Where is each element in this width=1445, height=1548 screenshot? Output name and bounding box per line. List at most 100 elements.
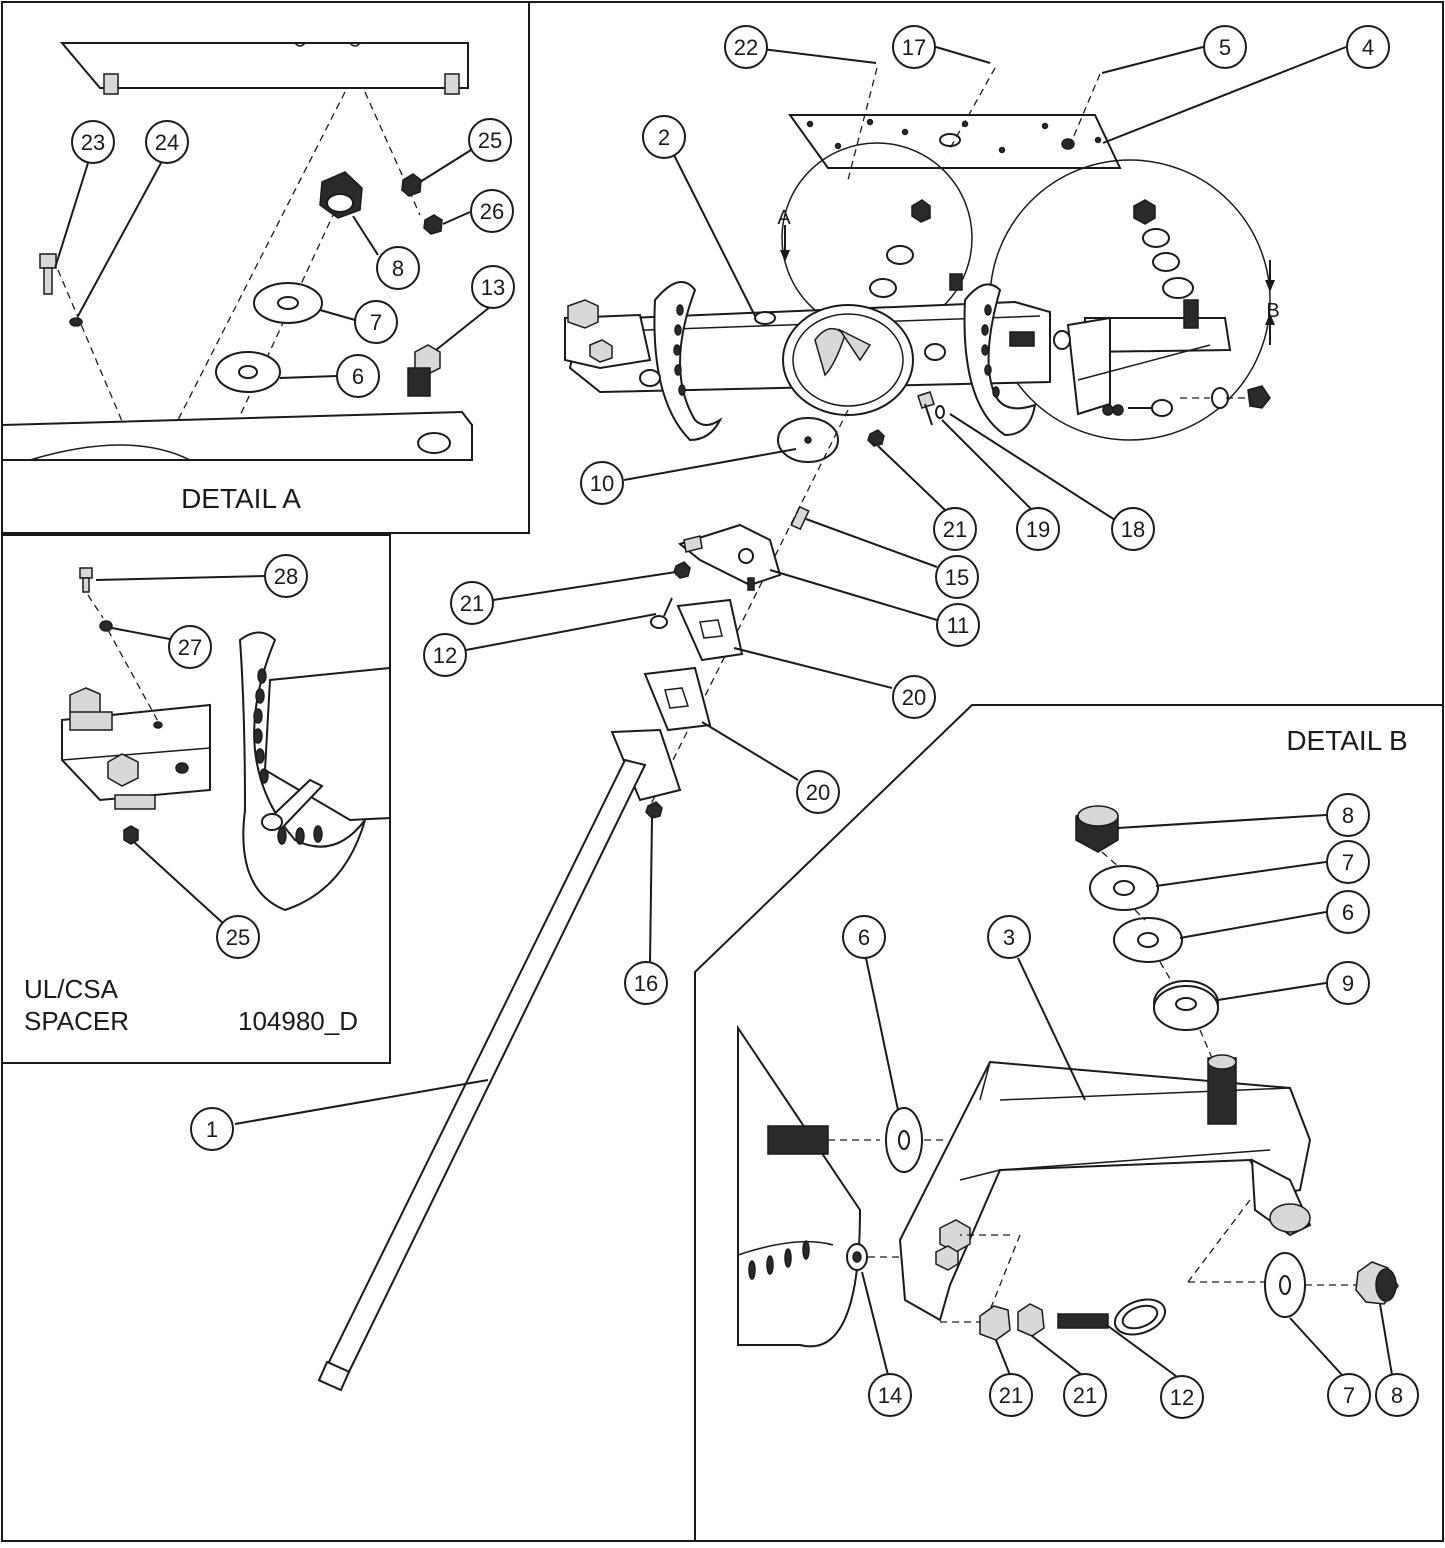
- callout-circle: [1327, 1373, 1371, 1417]
- callout-circle: [1160, 1375, 1204, 1419]
- callout-balloon-detail-a: 25: [468, 118, 512, 162]
- bolt-13-part: [407, 344, 441, 397]
- callout-circle: [1326, 793, 1370, 837]
- callout-number: 10: [590, 471, 614, 496]
- callout-balloon-main: 5: [1203, 25, 1247, 69]
- callout-balloon-spacer: 25: [216, 915, 260, 959]
- callout-circle: [450, 581, 494, 625]
- callout-number: 7: [1343, 1383, 1355, 1408]
- drawing-number: 104980_D: [238, 1006, 358, 1036]
- callout-number: 6: [352, 364, 364, 389]
- callout-circle: [892, 675, 936, 719]
- bolt-23-part: [39, 253, 57, 295]
- callout-number: 15: [945, 565, 969, 590]
- callout-circle: [264, 554, 308, 598]
- callout-balloon-main: 22: [724, 25, 768, 69]
- callout-number: 20: [806, 780, 830, 805]
- callout-number: 26: [480, 199, 504, 224]
- callout-number: 14: [878, 1383, 902, 1408]
- callout-circle: [1111, 507, 1155, 551]
- callout-number: 3: [1003, 925, 1015, 950]
- callout-balloon-spacer: 28: [264, 554, 308, 598]
- callout-number: 21: [1073, 1383, 1097, 1408]
- callout-balloon-main: 11: [936, 603, 980, 647]
- callout-balloon-main: 21: [450, 581, 494, 625]
- callout-number: 8: [392, 256, 404, 281]
- callout-circle: [168, 625, 212, 669]
- callout-balloon-main: 18: [1111, 507, 1155, 551]
- callout-circle: [1063, 1373, 1107, 1417]
- callout-balloon-detail-b: 6: [1326, 890, 1370, 934]
- callout-number: 20: [902, 685, 926, 710]
- callout-balloon-detail-b: 14: [868, 1373, 912, 1417]
- callout-number: 7: [1342, 850, 1354, 875]
- callout-circle: [1346, 25, 1390, 69]
- callout-balloon-main: 19: [1016, 507, 1060, 551]
- callout-number: 21: [460, 591, 484, 616]
- callout-number: 5: [1219, 35, 1231, 60]
- callout-number: 11: [947, 613, 970, 638]
- callout-number: 25: [226, 925, 250, 950]
- callout-balloon-main: 15: [935, 555, 979, 599]
- callout-number: 21: [943, 517, 967, 542]
- callout-balloon-main: 20: [796, 770, 840, 814]
- detail-a-panel: [1, 42, 473, 461]
- callout-circle: [216, 915, 260, 959]
- callout-balloon-detail-b: 8: [1375, 1373, 1419, 1417]
- callout-number: 6: [858, 925, 870, 950]
- callout-number: 18: [1121, 517, 1145, 542]
- callout-circle: [1326, 961, 1370, 1005]
- detail-b-panel: [737, 805, 1399, 1348]
- callout-circle: [71, 120, 115, 164]
- callout-balloon-main: 16: [624, 961, 668, 1005]
- callout-circle: [336, 354, 380, 398]
- callout-number: 4: [1362, 35, 1374, 60]
- callout-number: 23: [81, 130, 105, 155]
- callout-number: 21: [999, 1383, 1023, 1408]
- callout-balloon-main: 1: [190, 1107, 234, 1151]
- callout-circle: [1375, 1373, 1419, 1417]
- leader-lines: [54, 46, 1393, 1377]
- callout-balloon-detail-a: 13: [471, 265, 515, 309]
- spacer-note-line2: SPACER: [24, 1006, 129, 1036]
- callout-circle: [376, 246, 420, 290]
- callout-balloon-detail-b: 21: [1063, 1373, 1107, 1417]
- detail-a-title: DETAIL A: [181, 483, 301, 514]
- callout-circle: [1326, 890, 1370, 934]
- callout-balloon-detail-a: 23: [71, 120, 115, 164]
- callout-circle: [842, 915, 886, 959]
- main-assembly: [317, 67, 1275, 1392]
- callout-balloon-main: 10: [580, 461, 624, 505]
- callout-balloon-main: 12: [423, 633, 467, 677]
- callout-number: 8: [1391, 1383, 1403, 1408]
- callout-balloon-main: 21: [933, 507, 977, 551]
- spacer-note-line1: UL/CSA: [24, 974, 119, 1004]
- callout-circle: [354, 300, 398, 344]
- callout-circle: [580, 461, 624, 505]
- callout-balloon-main: 4: [1346, 25, 1390, 69]
- callout-circle: [642, 115, 686, 159]
- callout-number: 22: [734, 35, 758, 60]
- callout-balloon-detail-b: 8: [1326, 793, 1370, 837]
- callout-number: 16: [634, 971, 658, 996]
- callout-circle: [892, 25, 936, 69]
- callout-circle: [796, 770, 840, 814]
- callout-number: 19: [1026, 517, 1050, 542]
- callout-circle: [190, 1107, 234, 1151]
- callout-number: 8: [1342, 803, 1354, 828]
- callout-circle: [724, 25, 768, 69]
- callout-balloon-detail-a: 6: [336, 354, 380, 398]
- callout-circle: [1203, 25, 1247, 69]
- callout-circle: [470, 189, 514, 233]
- callout-circle: [868, 1373, 912, 1417]
- callout-balloon-detail-b: 6: [842, 915, 886, 959]
- detail-b-title: DETAIL B: [1286, 725, 1407, 756]
- callout-circle: [471, 265, 515, 309]
- callout-number: 28: [274, 564, 298, 589]
- callout-balloon-detail-b: 3: [987, 915, 1031, 959]
- callout-number: 9: [1342, 971, 1354, 996]
- callout-number: 12: [1170, 1385, 1194, 1410]
